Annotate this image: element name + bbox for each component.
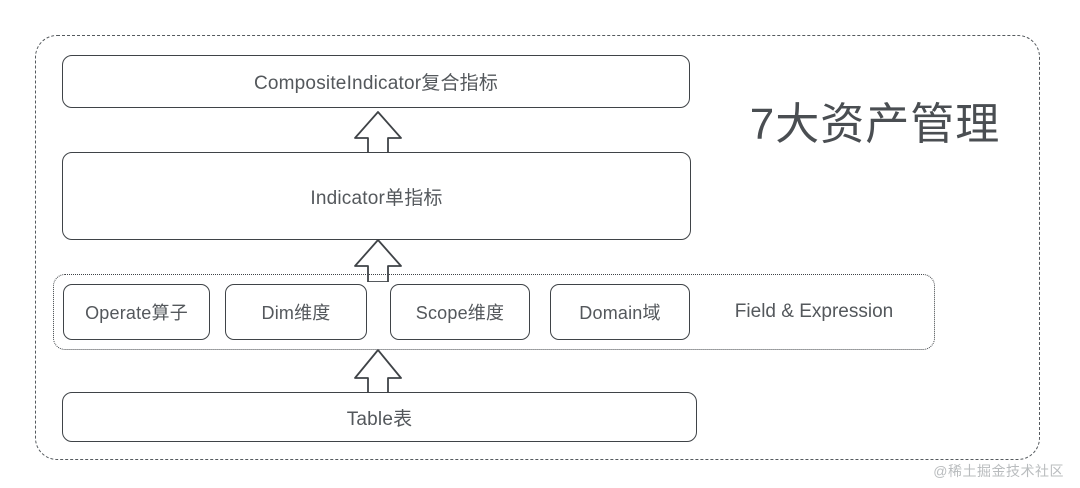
node-composite-indicator-label: CompositeIndicator复合指标: [253, 73, 499, 94]
node-operate-label: Operate算子: [85, 303, 188, 323]
group-field-expression: [53, 274, 935, 350]
node-operate[interactable]: Operate算子: [63, 284, 210, 340]
watermark: @稀土掘金技术社区: [933, 461, 1064, 481]
node-domain-label: Domain域: [579, 303, 661, 323]
diagram-title: 7大资产管理: [735, 88, 1015, 152]
node-composite-indicator[interactable]: CompositeIndicator复合指标: [62, 55, 690, 108]
arrow-up-table-to-field-icon: [352, 348, 404, 394]
node-indicator[interactable]: Indicator单指标: [62, 152, 691, 240]
group-field-expression-label: Field & Expression: [734, 301, 894, 322]
arrow-up-field-to-indicator-icon: [352, 238, 404, 282]
outer-dashed-container: [35, 35, 1040, 460]
node-table-label: Table表: [346, 408, 413, 430]
node-scope[interactable]: Scope维度: [390, 284, 530, 340]
arrow-up-indicator-to-composite-icon: [352, 110, 404, 154]
group-field-expression-label-wrap: Field & Expression: [714, 284, 914, 340]
node-indicator-label: Indicator单指标: [310, 187, 443, 209]
watermark-text: @稀土掘金技术社区: [933, 463, 1064, 479]
node-table[interactable]: Table表: [62, 392, 697, 442]
node-dim-label: Dim维度: [261, 303, 331, 323]
node-domain[interactable]: Domain域: [550, 284, 690, 340]
node-dim[interactable]: Dim维度: [225, 284, 367, 340]
diagram-title-text: 7大资产管理: [749, 100, 1001, 149]
node-scope-label: Scope维度: [415, 303, 505, 323]
